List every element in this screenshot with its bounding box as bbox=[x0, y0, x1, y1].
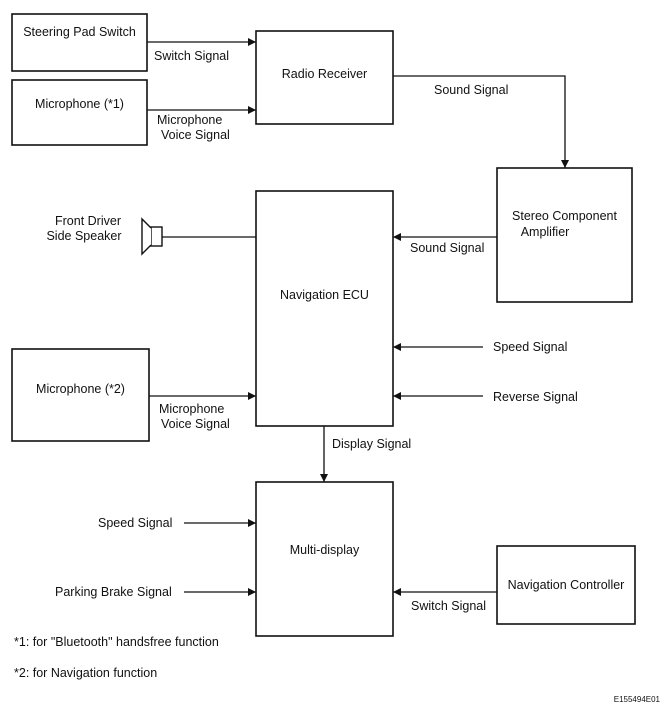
multi-display-block: Multi-display bbox=[255, 481, 394, 637]
radio-receiver-label: Radio Receiver bbox=[282, 67, 367, 81]
reverse-signal-label: Reverse Signal bbox=[493, 390, 578, 404]
mic-voice-2-label-line2: Voice Signal bbox=[161, 417, 230, 431]
footnote-2: *2: for Navigation function bbox=[14, 666, 157, 680]
speed-signal-ecu-label: Speed Signal bbox=[493, 340, 567, 354]
speaker-label-line1: Front Driver bbox=[55, 214, 121, 228]
mic-voice-1-label-line2: Voice Signal bbox=[161, 128, 230, 142]
sound-signal-label-mid: Sound Signal bbox=[410, 241, 484, 255]
mic-voice-1-label-line1: Microphone bbox=[157, 113, 222, 127]
switch-signal-label-bottom: Switch Signal bbox=[411, 599, 486, 613]
display-signal-label: Display Signal bbox=[332, 437, 411, 451]
microphone-1-block: Microphone (*1) bbox=[11, 79, 148, 146]
navigation-ecu-block: Navigation ECU bbox=[255, 190, 394, 427]
sound-signal-arrow-top bbox=[393, 75, 569, 168]
navigation-ecu-label: Navigation ECU bbox=[280, 288, 369, 302]
microphone-2-block: Microphone (*2) bbox=[11, 348, 150, 442]
navigation-controller-label: Navigation Controller bbox=[508, 578, 625, 592]
steering-pad-switch-label: Steering Pad Switch bbox=[23, 25, 136, 39]
speed-signal-display-label: Speed Signal bbox=[98, 516, 172, 530]
footnote-1: *1: for "Bluetooth" handsfree function bbox=[14, 635, 219, 649]
microphone-2-label: Microphone (*2) bbox=[36, 382, 125, 396]
radio-receiver-block: Radio Receiver bbox=[255, 30, 394, 125]
stereo-component-amplifier-block: Stereo Component Amplifier bbox=[496, 167, 633, 303]
speaker-icon bbox=[141, 217, 163, 256]
parking-brake-signal-label: Parking Brake Signal bbox=[55, 585, 172, 599]
switch-signal-label-top: Switch Signal bbox=[154, 49, 229, 63]
figure-code: E155494E01 bbox=[614, 695, 661, 704]
steering-pad-switch-block: Steering Pad Switch bbox=[11, 13, 148, 72]
navigation-controller-block: Navigation Controller bbox=[496, 545, 636, 625]
speaker-label-line2: Side Speaker bbox=[46, 229, 121, 243]
stereo-amp-label-line2: Amplifier bbox=[521, 225, 570, 239]
stereo-amp-label-line1: Stereo Component bbox=[512, 209, 617, 223]
microphone-1-label: Microphone (*1) bbox=[35, 97, 124, 111]
sound-signal-label-top: Sound Signal bbox=[434, 83, 508, 97]
multi-display-label: Multi-display bbox=[290, 543, 360, 557]
mic-voice-2-label-line1: Microphone bbox=[159, 402, 224, 416]
